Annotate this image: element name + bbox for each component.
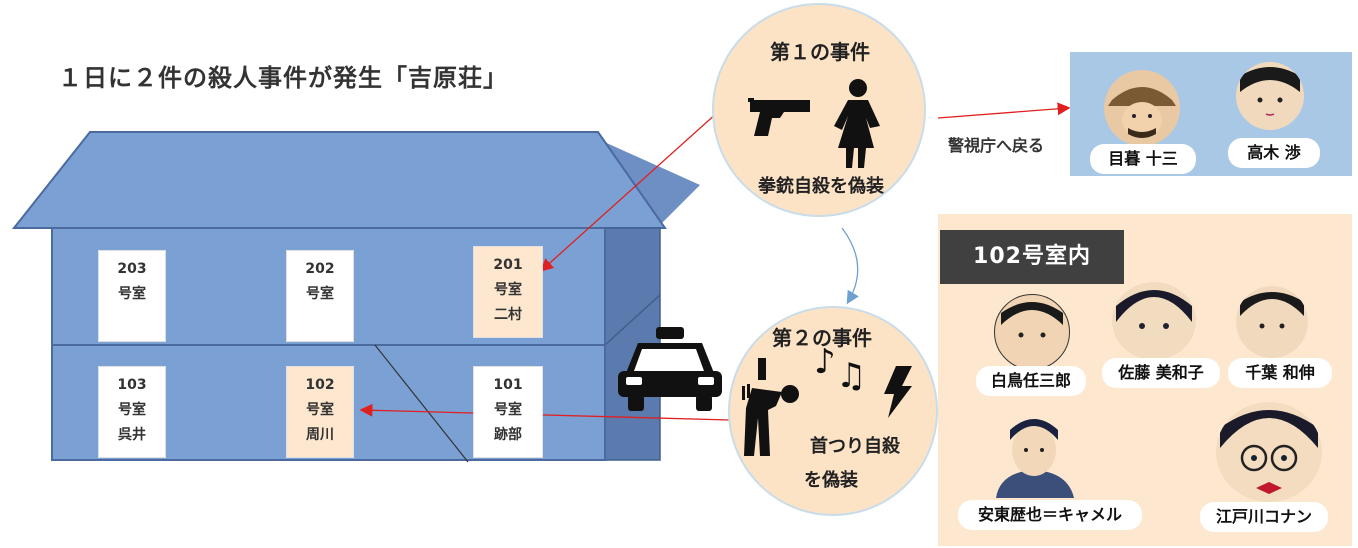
avatar-ando [996, 419, 1074, 498]
name-label-chiba: 千葉 和伸 [1228, 358, 1332, 388]
diagonal-line [374, 344, 469, 463]
avatar-chiba [1236, 286, 1308, 358]
incident2-text-1: 首つり自殺 [810, 436, 900, 457]
police-car-icon [618, 327, 722, 411]
avatar-sato [1112, 282, 1196, 360]
page-title: １日に２件の殺人事件が発生「吉原荘」 [58, 64, 508, 92]
incident2-title: 第２の事件 [772, 326, 872, 350]
music-note-icon: ♪ [814, 342, 836, 382]
avatar-conan [1216, 402, 1322, 502]
roof-front [11, 131, 667, 229]
incident1-title: 第１の事件 [770, 40, 870, 64]
mpd-return-label: 警視庁へ戻る [948, 136, 1045, 155]
name-label-shiratori: 白鳥任三郎 [976, 366, 1086, 396]
name-label-sato: 佐藤 美和子 [1102, 358, 1220, 388]
lightning-icon [884, 366, 912, 418]
name-label-megure: 目暮 十三 [1090, 144, 1196, 174]
woman-icon [834, 79, 880, 168]
incident1-text: 拳銃自殺を偽装 [758, 176, 884, 197]
room102-title: 102号室内 [940, 230, 1124, 284]
arrow-incident2-to-102 [359, 403, 731, 421]
name-label-conan: 江戸川コナン [1200, 502, 1328, 532]
name-label-takagi: 高木 渉 [1228, 138, 1320, 168]
name-label-ando: 安東歴也＝キャメル [958, 500, 1142, 530]
incident1-circle [712, 3, 926, 217]
arrow-incident1-to-2 [841, 227, 859, 305]
avatar-takagi [1236, 62, 1304, 130]
arrow-incident1-to-201 [540, 111, 719, 272]
incident2-text-2: を偽装 [804, 470, 858, 491]
arrow-to-mpd [937, 102, 1071, 119]
hanging-person-icon [742, 358, 799, 456]
avatar-megure [1104, 70, 1180, 146]
gun-icon [748, 98, 810, 136]
avatar-shiratori [994, 294, 1070, 370]
music-notes-icon: ♫ [836, 356, 867, 396]
